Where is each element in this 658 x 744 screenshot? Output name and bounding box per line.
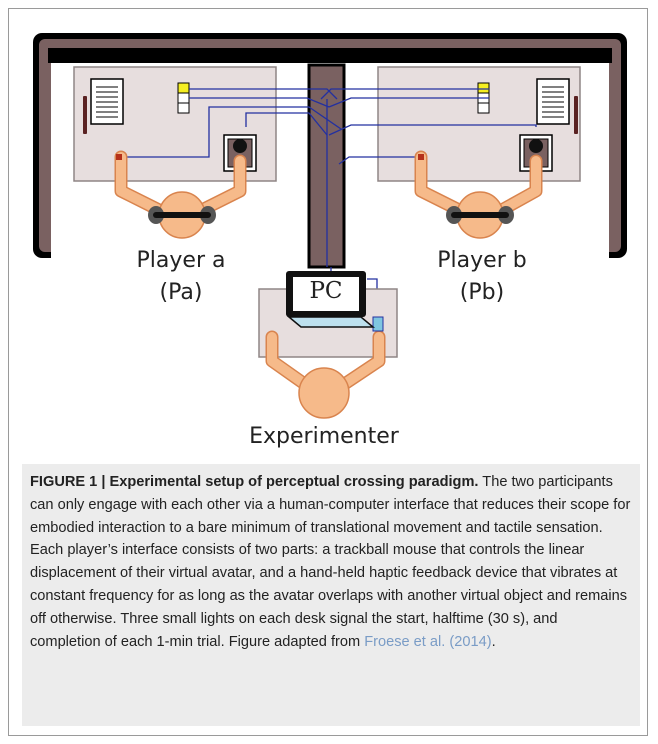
label-player-a: Player a bbox=[136, 248, 226, 273]
haptic-device bbox=[372, 316, 384, 332]
pc-computer bbox=[286, 271, 376, 328]
experimenter-body bbox=[265, 330, 386, 419]
label-player-a-abbr: (Pa) bbox=[159, 280, 203, 305]
label-pc: PC bbox=[309, 278, 343, 304]
light-tower-player-a bbox=[177, 82, 190, 114]
setup-diagram-svg bbox=[33, 33, 627, 419]
document-icon-player-b bbox=[536, 78, 578, 134]
figure-caption: FIGURE 1 | Experimental setup of percept… bbox=[22, 464, 640, 726]
label-player-b: Player b bbox=[437, 248, 527, 273]
reference-link[interactable]: Froese et al. (2014) bbox=[364, 633, 492, 650]
label-experimenter: Experimenter bbox=[249, 424, 399, 449]
figure-frame: PC Player a (Pa) Player b (Pb) Experimen… bbox=[8, 8, 648, 736]
player-b-body bbox=[414, 150, 543, 239]
player-a-body bbox=[114, 150, 247, 239]
label-player-b-abbr: (Pb) bbox=[459, 280, 505, 305]
document-icon-player-a bbox=[83, 78, 124, 134]
setup-diagram: PC Player a (Pa) Player b (Pb) Experimen… bbox=[9, 9, 647, 461]
caption-body: The two participants can only engage wit… bbox=[30, 474, 631, 650]
room-wall-inner-edge bbox=[48, 48, 612, 63]
caption-title: FIGURE 1 | Experimental setup of percept… bbox=[30, 474, 479, 490]
caption-tail: . bbox=[491, 633, 496, 650]
